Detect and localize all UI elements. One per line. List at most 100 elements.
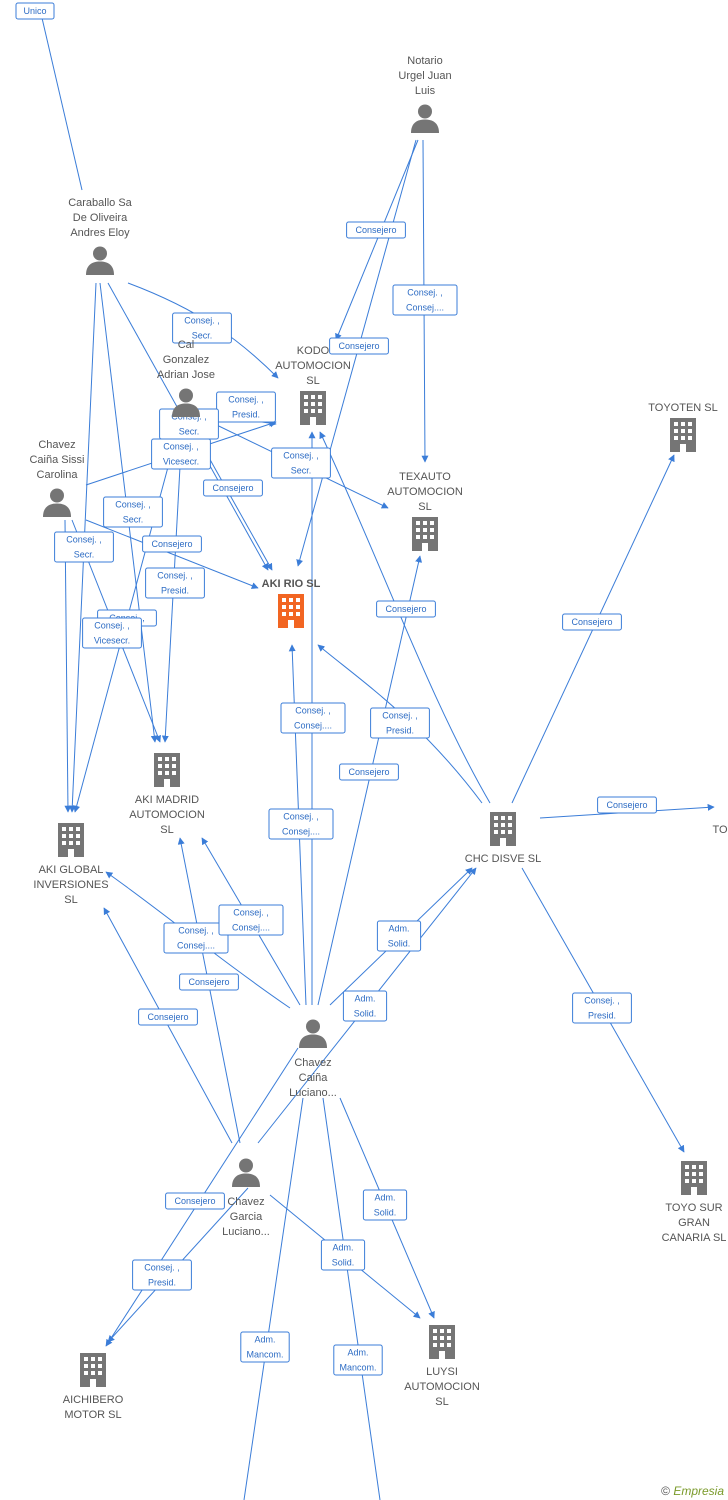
edge-label: Consejero [376, 600, 436, 618]
person-icon [411, 104, 439, 133]
edge-label: Consej. ,Presid. [132, 1259, 192, 1291]
edge-label: Unico [15, 2, 55, 20]
edge-label-text: Adm. [354, 994, 375, 1004]
node-label: Urgel Juan [398, 70, 451, 82]
edge-label: Consejero [165, 1192, 225, 1210]
edge-label: Consejero [562, 613, 622, 631]
node-label: GRAN [678, 1217, 710, 1229]
edge-label-text: Consejero [188, 977, 229, 987]
edge-label-box [320, 1239, 366, 1271]
edge-label-box [392, 284, 458, 316]
node-label: SL [64, 894, 77, 906]
edge-label-text: Consejero [385, 604, 426, 614]
edge-label-text: Secr. [123, 515, 144, 525]
node-label: CANARIA SL [662, 1232, 727, 1244]
node-label: De Oliveira [73, 212, 128, 224]
edge-label-text: Consej.... [232, 923, 270, 933]
building-icon [490, 812, 516, 846]
node-label: AUTOMOCION [129, 809, 205, 821]
edge-label: Consejero [329, 337, 389, 355]
edge-label: Consejero [138, 1008, 198, 1026]
edge-label-text: Consej. , [157, 571, 193, 581]
node-toyoten[interactable]: TOYOTEN SL [648, 402, 718, 452]
edge-label-box [342, 990, 388, 1022]
building-icon [412, 517, 438, 551]
edge-label-text: Solid. [332, 1258, 355, 1268]
edge-label-text: Adm. [332, 1243, 353, 1253]
edge-label-text: Consejero [355, 225, 396, 235]
edge-label: Consej. , Secr. [172, 312, 232, 344]
edge-label-text: Consej. , [178, 926, 214, 936]
edge-label-box [151, 438, 211, 470]
edge-label-text: Presid. [232, 410, 260, 420]
node-label: Caiña Sissi [29, 454, 84, 466]
node-label: TOYOTEN SL [648, 402, 717, 414]
edge-label: Consejero [339, 763, 399, 781]
edge-label-box [216, 391, 276, 423]
edge-label-box [376, 600, 436, 618]
edge-label-box [142, 535, 202, 553]
edge-label-text: Consejero [571, 617, 612, 627]
edge-label-text: Consej. , [163, 442, 199, 452]
edge-label-text: Consej. , [115, 500, 151, 510]
edge-label-box [240, 1331, 290, 1363]
node-label: Luciano... [289, 1087, 337, 1099]
edge-label: Consej. ,Presid. [216, 391, 276, 423]
brand-watermark: © Empresia [661, 1484, 724, 1498]
edge-label-text: Consej.... [294, 721, 332, 731]
node-to[interactable]: TO [712, 824, 728, 836]
edge-label-box [339, 763, 399, 781]
edge-label-text: Consejero [147, 1012, 188, 1022]
edge [317, 644, 483, 804]
node-chavez_garcia[interactable]: ChavezGarciaLuciano... [222, 1158, 270, 1239]
edge-label-box [333, 1344, 383, 1376]
node-label: SL [418, 501, 431, 513]
edge-label: Consejero [597, 796, 657, 814]
node-label: AKI RIO SL [262, 578, 321, 590]
node-label: Luis [415, 85, 436, 97]
person-icon [232, 1158, 260, 1187]
edge-label-text: Adm. [388, 924, 409, 934]
node-chavez_luciano[interactable]: ChavezCaiñaLuciano... [289, 1019, 337, 1100]
edge-label-text: Secr. [179, 427, 200, 437]
node-label: Notario [407, 55, 442, 67]
node-label: AUTOMOCION [404, 1381, 480, 1393]
node-chcdisve[interactable]: CHC DISVE SL [465, 812, 541, 865]
building-icon [681, 1161, 707, 1195]
node-label: SL [435, 1396, 448, 1408]
edge-label-box [280, 702, 346, 734]
person-icon [299, 1019, 327, 1048]
node-label: Chavez [294, 1057, 331, 1069]
edge-label-text: Consej. , [584, 996, 620, 1006]
edge-label-text: Secr. [192, 331, 213, 341]
person-icon [86, 246, 114, 275]
edge-label: Consejero [203, 479, 263, 497]
edge-label: Consej. ,Vicesecr. [82, 617, 142, 649]
edge-label-text: Consejero [212, 483, 253, 493]
edge [41, 17, 83, 191]
node-akirio[interactable]: AKI RIO SL [262, 578, 321, 628]
edge-label-text: Consej. , [184, 316, 220, 326]
edge-label-text: Consejero [348, 767, 389, 777]
edge-label-text: Consejero [606, 800, 647, 810]
edge-label-box [271, 447, 331, 479]
edge-label: Consej. ,Secr. [271, 447, 331, 479]
edge-label-text: Consej. , [144, 1263, 180, 1273]
edge-label-box [138, 1008, 198, 1026]
copyright-symbol: © [661, 1484, 670, 1498]
edge-label-text: Adm. [374, 1193, 395, 1203]
node-label: SL [160, 824, 173, 836]
edge-label-box [103, 496, 163, 528]
